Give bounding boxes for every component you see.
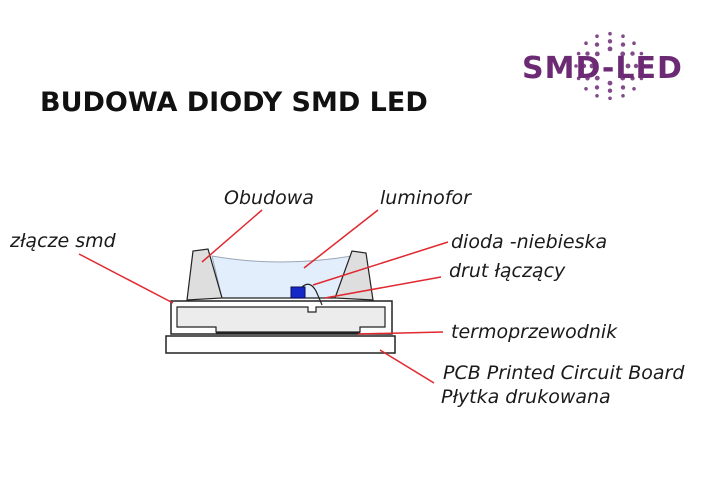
logo-dot (576, 51, 581, 56)
logo-dot (607, 88, 613, 93)
label-zlacze-smd: złącze smd (9, 230, 117, 252)
label-pcb-english: PCB Printed Circuit Board (443, 362, 685, 384)
logo-dot (574, 64, 578, 68)
logo-dot (639, 51, 644, 56)
smd-led-logo: SMD-LED (522, 31, 683, 101)
logo-dot-pattern (574, 31, 646, 101)
page-title: BUDOWA DIODY SMD LED (40, 87, 428, 118)
logo-dot (594, 42, 600, 47)
logo-dot (576, 76, 581, 81)
label-luminofor: luminofor (380, 187, 472, 209)
led-cross-section (165, 248, 396, 354)
logo-dot (608, 96, 612, 101)
logo-dot (632, 87, 636, 91)
logo-dot (585, 76, 590, 81)
housing-right-wall (334, 250, 374, 301)
housing-left-wall (186, 248, 223, 301)
logo-dot (594, 51, 600, 57)
logo-dot (607, 46, 613, 52)
label-pcb-polish: Płytka drukowana (441, 386, 611, 408)
bond-wire (301, 283, 323, 306)
logo-dot (620, 51, 626, 57)
logo-dot (633, 63, 639, 69)
labels: Obudowa luminofor złącze smd dioda -nieb… (9, 187, 685, 408)
logo-dot (584, 87, 588, 91)
leader-lines (78, 209, 449, 384)
logo-dot (625, 63, 631, 69)
logo-dot (585, 51, 590, 56)
logo-dot (630, 51, 635, 56)
logo-dot (595, 94, 599, 98)
leader-termo (357, 331, 444, 335)
label-termoprzewodnik: termoprzewodnik (451, 321, 618, 343)
logo-dot (620, 85, 626, 90)
logo-dot (607, 39, 613, 44)
label-dioda-niebieska: dioda -niebieska (451, 231, 607, 253)
logo-dot (620, 75, 626, 81)
logo-text: SMD-LED (522, 51, 683, 86)
logo-dot (621, 94, 625, 98)
logo-dot (630, 76, 635, 81)
logo-dot (632, 41, 636, 45)
logo-dot (607, 80, 613, 86)
leader-drut (324, 276, 442, 299)
logo-dot (584, 41, 588, 45)
logo-dot (595, 34, 599, 38)
leader-obudowa (201, 209, 263, 263)
logo-dot (581, 63, 587, 69)
leader-dioda (312, 241, 449, 286)
phosphor-lens (211, 255, 353, 299)
logo-dot (594, 85, 600, 90)
logo-dot (594, 75, 600, 81)
pcb-board (165, 335, 396, 354)
logo-dot (639, 76, 644, 81)
label-drut-laczacy: drut łączący (449, 260, 566, 282)
label-obudowa: Obudowa (224, 187, 314, 209)
logo-dot (620, 42, 626, 47)
leader-pcb (379, 349, 435, 384)
logo-dot (621, 34, 625, 38)
lead-frame (176, 306, 386, 333)
leader-zlacze (78, 253, 174, 304)
logo-dot (589, 63, 595, 69)
blue-led-chip (290, 286, 306, 299)
logo-dot (608, 31, 612, 36)
leader-luminofor (303, 209, 379, 269)
logo-dot (642, 64, 646, 68)
